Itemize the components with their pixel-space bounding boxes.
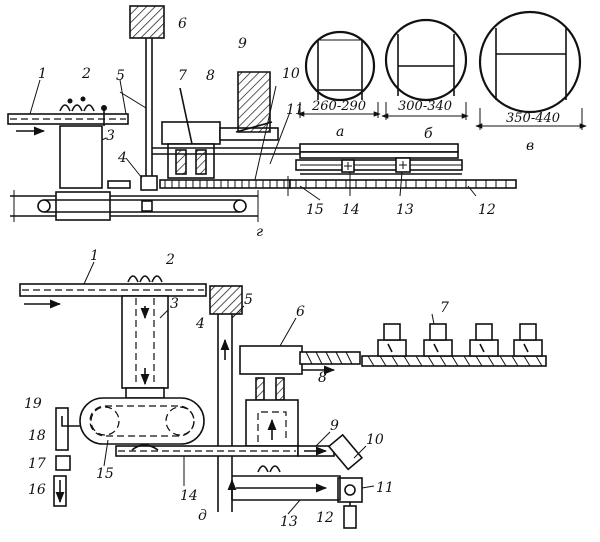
detail-b-dimension: 300-340: [398, 99, 452, 114]
bottom-billet: [55, 455, 71, 471]
detail-a-letter: а: [336, 124, 344, 140]
detail-c-letter: в: [526, 138, 534, 154]
detail-b-letter: б: [424, 126, 433, 142]
bottom-output-conveyor: [361, 355, 547, 367]
top-belt-pulley-left: [37, 199, 51, 213]
bottom-label-6: 6: [296, 304, 305, 320]
top-label-13: 13: [396, 202, 414, 218]
bottom-rotary-hearth: [79, 397, 205, 445]
top-label-1: 1: [38, 66, 47, 82]
top-workpieces: [59, 104, 95, 112]
bottom-output-dies: [377, 323, 543, 357]
top-label-12: 12: [478, 202, 496, 218]
bottom-label-18: 18: [28, 428, 46, 444]
top-variant-label: г: [256, 224, 263, 240]
top-label-7: 7: [178, 68, 187, 84]
bottom-variant-label: д: [198, 508, 207, 524]
top-die: [167, 143, 215, 179]
bottom-workpieces: [127, 275, 163, 283]
top-drive-coupler: [107, 180, 131, 189]
top-label-10: 10: [282, 66, 300, 82]
bottom-label-9: 9: [330, 418, 339, 434]
top-label-5: 5: [116, 68, 125, 84]
top-furnace: [59, 125, 103, 189]
bottom-label-13: 13: [280, 514, 298, 530]
top-label-15: 15: [306, 202, 324, 218]
bottom-label-12: 12: [316, 510, 334, 526]
detail-c-dimension: 350-440: [506, 111, 560, 126]
bottom-label-19: 19: [24, 396, 42, 412]
detail-a-dimension: 260-290: [311, 99, 366, 114]
top-transfer-table: [295, 143, 463, 175]
top-label-2: 2: [81, 66, 91, 82]
top-label-11: 11: [286, 102, 304, 118]
top-counterweight: [129, 5, 165, 39]
bottom-diagram: 1 2 3 4 5 6 7 8 9 10 11 12 13 14 15 16 1…: [19, 248, 547, 530]
top-label-3: 3: [106, 128, 115, 144]
bottom-press-arm: [299, 351, 361, 365]
top-label-14: 14: [342, 202, 360, 218]
bottom-return-path: [232, 475, 341, 501]
bottom-ejector: [55, 407, 69, 451]
top-output-conveyor: [289, 179, 517, 189]
detail-b: 300-340 б: [381, 18, 469, 142]
bottom-label-15: 15: [96, 466, 114, 482]
bottom-label-4: 4: [195, 316, 205, 332]
bottom-label-11: 11: [376, 480, 394, 496]
top-label-9: 9: [238, 36, 247, 52]
top-rack-conveyor: [159, 179, 291, 189]
bottom-transfer-workpieces: [257, 465, 281, 473]
bottom-label-5: 5: [244, 292, 253, 308]
top-label-4: 4: [117, 150, 127, 166]
top-belt-pulley-right: [233, 199, 247, 213]
bottom-label-14: 14: [180, 488, 198, 504]
top-carriage: [55, 191, 111, 221]
bottom-label-7: 7: [440, 300, 449, 316]
bottom-counterweight: [209, 285, 243, 315]
detail-a: 260-290 а: [297, 30, 381, 140]
top-diagram: 1 2 3 4 5 6 7 8 9 10 11 12 13 14 15 г: [7, 5, 517, 240]
bottom-label-16: 16: [28, 482, 46, 498]
top-label-8: 8: [206, 68, 215, 84]
bottom-label-1: 1: [90, 248, 99, 264]
bottom-label-8: 8: [318, 370, 327, 386]
bottom-press-head: [239, 345, 303, 375]
bottom-label-17: 17: [28, 456, 46, 472]
detail-c: 350-440 в: [475, 10, 587, 154]
top-label-6: 6: [178, 16, 187, 32]
bottom-label-2: 2: [165, 252, 175, 268]
bottom-label-3: 3: [170, 296, 179, 312]
bottom-cylinder: [327, 433, 364, 471]
top-billet-stack: [237, 71, 271, 133]
top-drive-unit: [140, 175, 158, 191]
bottom-label-10: 10: [366, 432, 384, 448]
